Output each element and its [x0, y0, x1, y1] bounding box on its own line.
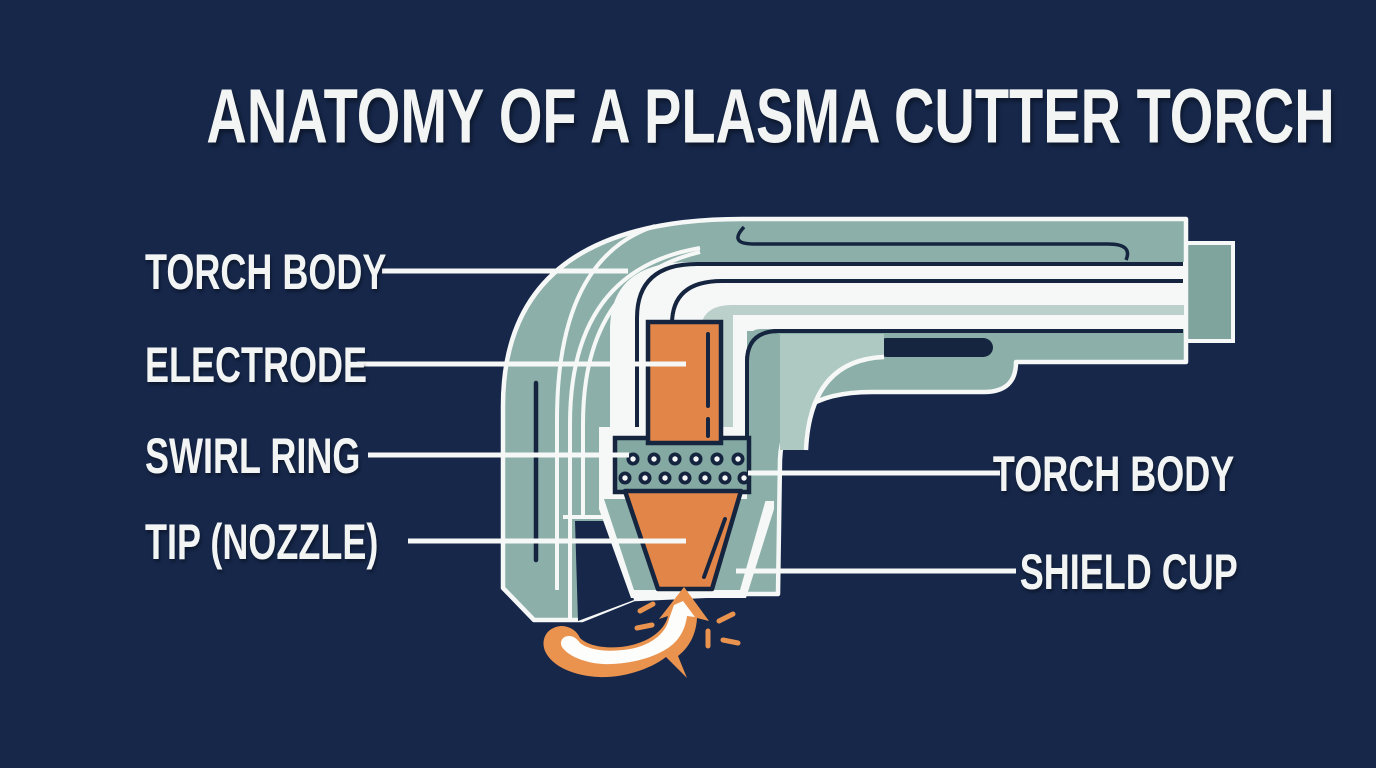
inner-elbow-curve — [803, 354, 885, 451]
swirl-ring-shape — [612, 435, 752, 495]
handle-groove-slot — [877, 338, 993, 357]
label-swirl-ring: SWIRL RING — [145, 428, 361, 484]
inner-tube-line — [635, 262, 1183, 430]
label-torch-body-left: TORCH BODY — [145, 244, 387, 300]
plasma-arc-flame-icon — [543, 587, 741, 678]
label-shield-cup: SHIELD CUP — [1019, 544, 1238, 600]
leader-lines — [357, 268, 1016, 574]
label-torch-body-right: TORCH BODY — [992, 446, 1234, 502]
label-tip-nozzle: TIP (NOZZLE) — [145, 514, 379, 570]
cable-endcap-shape — [1181, 241, 1235, 343]
torch-body-seam-line — [555, 224, 656, 590]
electrode-shape — [645, 319, 724, 446]
torch-body-seam-line — [581, 250, 701, 518]
label-electrode: ELECTRODE — [145, 337, 368, 393]
page-title: ANATOMY OF A PLASMA CUTTER TORCH — [206, 73, 1335, 159]
torch-interior-white — [610, 262, 1184, 432]
inner-tube-line — [670, 279, 1183, 325]
inner-tube-line — [745, 329, 780, 438]
torch-body-seam-line — [568, 246, 701, 618]
gap-shadow — [575, 521, 634, 621]
spark-lines-icon — [634, 601, 741, 649]
inner-stripe-white — [733, 315, 1184, 440]
inner-elbow-pale — [780, 334, 884, 450]
handle-groove-line — [736, 225, 1130, 261]
